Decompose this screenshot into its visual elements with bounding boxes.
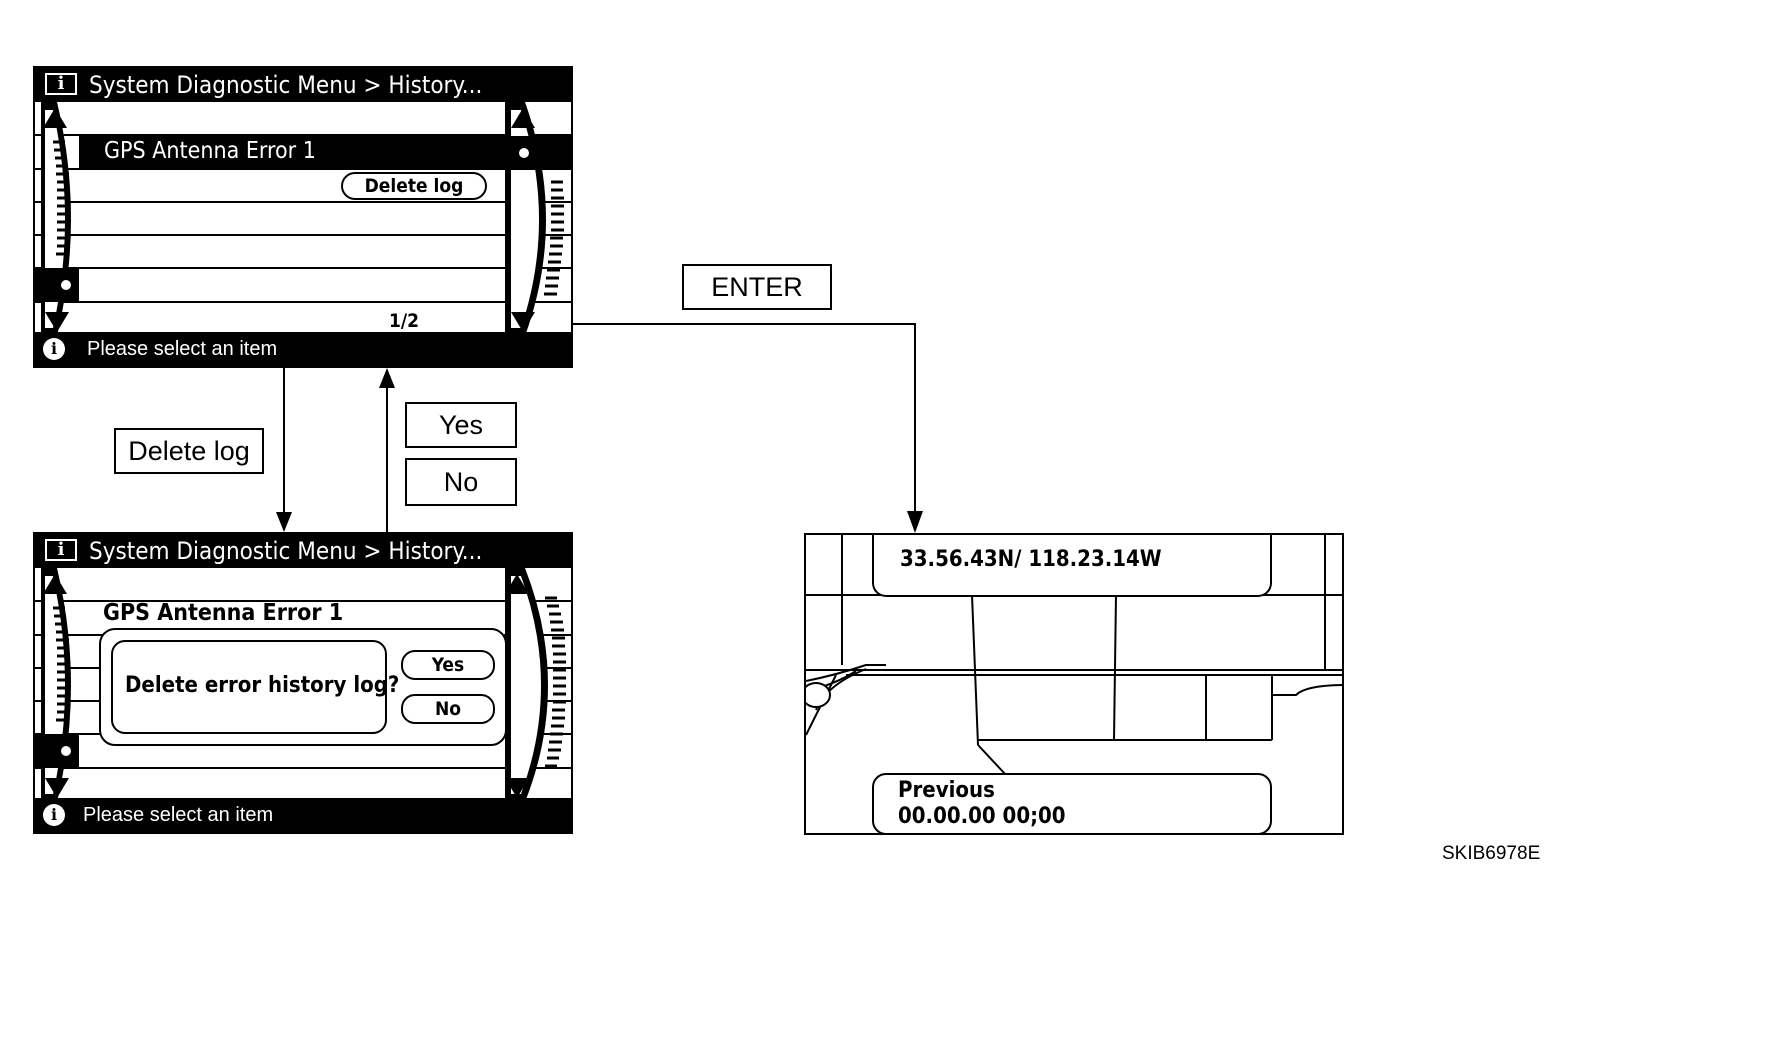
row-divider: [35, 600, 571, 602]
connector-line: [386, 385, 388, 532]
history-title: System Diagnostic Menu > History...: [89, 71, 483, 99]
connector-line: [573, 323, 916, 325]
figure-code: SKIB6978E: [1442, 843, 1541, 864]
list-item-label: GPS Antenna Error 1: [103, 600, 344, 626]
scroll-up-arrow-icon[interactable]: [41, 572, 69, 598]
page-indicator: 1/2: [389, 310, 420, 332]
scroll-down-arrow-icon[interactable]: [43, 308, 71, 334]
scroll-position-dot-icon: [519, 148, 529, 158]
map-screen: 33.56.43N/ 118.23.14W Previous 00.00.00 …: [804, 533, 1344, 835]
scroll-position-dot-icon: [61, 746, 71, 756]
confirm-title-bar: i System Diagnostic Menu > History...: [35, 534, 571, 568]
scroll-down-arrow-icon[interactable]: [43, 774, 71, 800]
status-message: Please select an item: [87, 338, 278, 360]
previous-position-label: Previous 00.00.00 00;00: [872, 773, 1272, 833]
yes-button[interactable]: Yes: [401, 650, 495, 680]
info-box-icon: i: [45, 73, 77, 95]
coordinates-value: 33.56.43N/ 118.23.14W: [900, 547, 1162, 572]
status-message: Please select an item: [83, 804, 274, 826]
connector-line: [914, 323, 916, 515]
connector-line: [283, 368, 285, 518]
right-scrollbar[interactable]: [505, 102, 573, 336]
history-title-bar: i System Diagnostic Menu > History...: [35, 68, 571, 102]
scroll-down-arrow-icon[interactable]: [509, 308, 537, 334]
enter-label: ENTER: [682, 264, 832, 310]
no-label: No: [405, 458, 517, 506]
row-divider: [35, 267, 571, 269]
info-circle-icon: i: [43, 338, 65, 360]
row-divider: [35, 201, 571, 203]
dialog-message: Delete error history log?: [125, 673, 400, 698]
scroll-up-arrow-icon[interactable]: [509, 106, 537, 132]
previous-label: Previous: [898, 778, 995, 803]
scroll-up-arrow-icon[interactable]: [503, 572, 531, 598]
list-item-label: GPS Antenna Error 1: [104, 138, 316, 164]
scroll-down-arrow-icon[interactable]: [503, 774, 531, 800]
no-button[interactable]: No: [401, 694, 495, 724]
list-item-selected[interactable]: GPS Antenna Error 1: [79, 135, 541, 169]
yes-label: Yes: [405, 402, 517, 448]
arrow-down-icon: [907, 511, 923, 533]
previous-value: 00.00.00 00;00: [898, 804, 1066, 829]
left-scrollbar[interactable]: [35, 568, 95, 802]
history-screen: i System Diagnostic Menu > History... GP…: [33, 66, 573, 368]
delete-log-button[interactable]: Delete log: [341, 172, 487, 200]
info-box-icon: i: [45, 539, 77, 561]
arrow-up-icon: [379, 368, 395, 388]
confirm-screen: i System Diagnostic Menu > History... GP…: [33, 532, 573, 834]
delete-log-label: Delete log: [114, 428, 264, 474]
row-divider: [35, 234, 571, 236]
confirm-status-bar: i Please select an item: [35, 798, 571, 832]
arrow-down-icon: [276, 512, 292, 532]
confirm-title: System Diagnostic Menu > History...: [89, 537, 483, 565]
info-circle-icon: i: [43, 804, 65, 826]
coordinates-label: 33.56.43N/ 118.23.14W: [872, 535, 1272, 597]
confirm-dialog: Delete error history log? Yes No: [99, 628, 507, 746]
history-status-bar: i Please select an item: [35, 332, 571, 366]
row-divider: [35, 168, 571, 170]
right-scrollbar[interactable]: [495, 568, 573, 802]
row-divider: [35, 767, 571, 769]
scroll-up-arrow-icon[interactable]: [41, 106, 69, 132]
scroll-position-dot-icon: [61, 280, 71, 290]
dialog-message-box: Delete error history log?: [111, 640, 399, 734]
left-scrollbar[interactable]: [35, 102, 95, 336]
row-divider: [35, 301, 571, 303]
map-streets: [806, 535, 1342, 776]
